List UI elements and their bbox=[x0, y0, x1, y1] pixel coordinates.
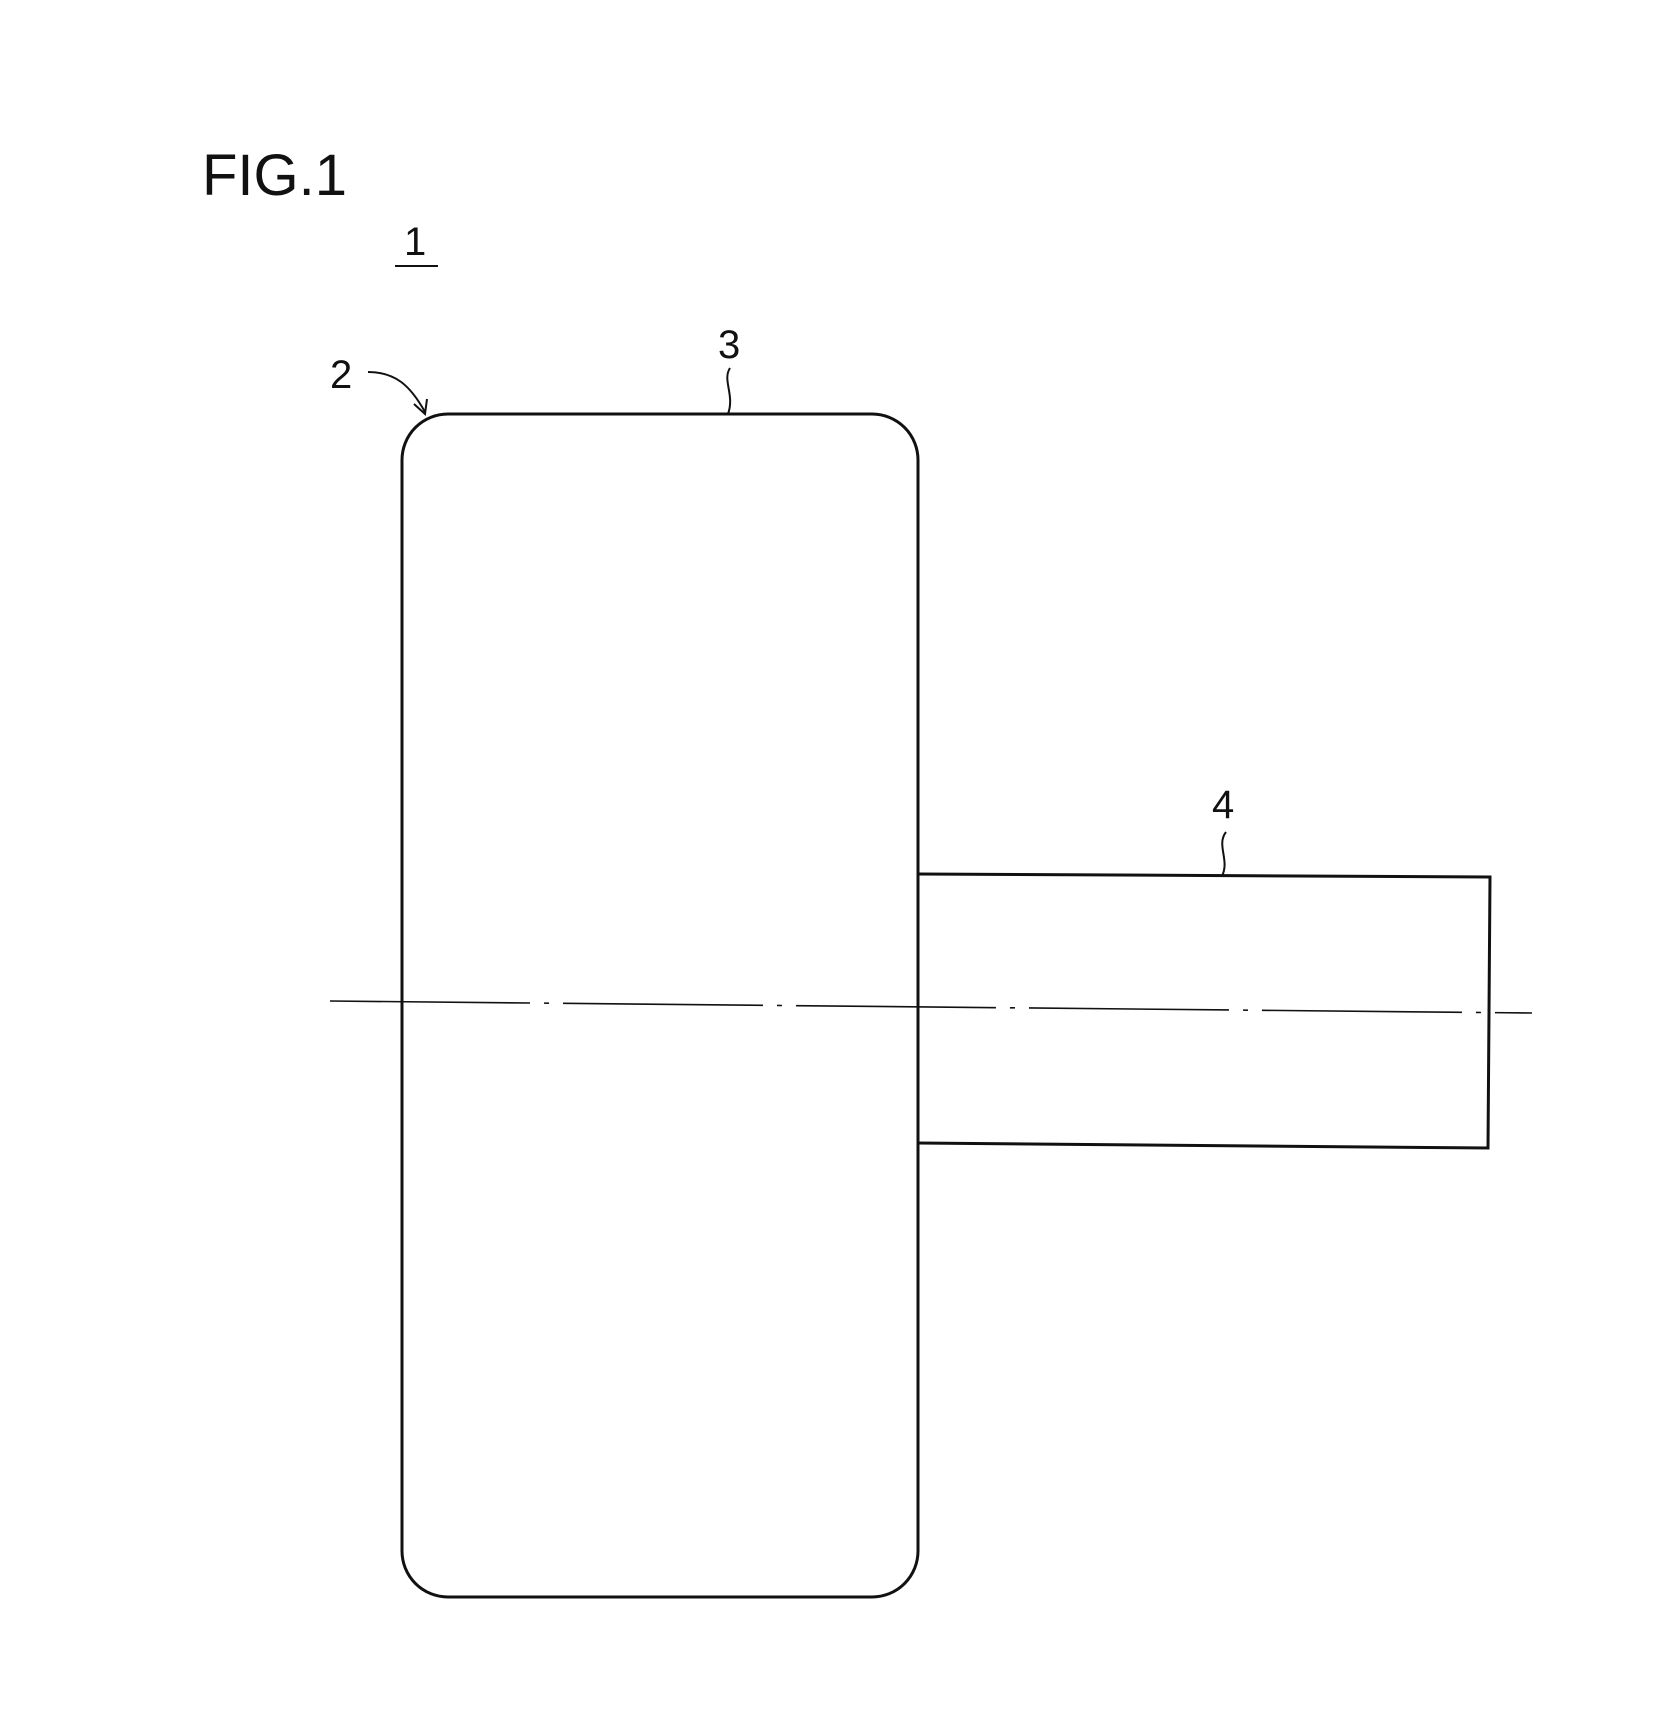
wheel-label: 2 bbox=[330, 353, 352, 397]
wheel-leader-arrowhead bbox=[414, 399, 427, 414]
shaft-label: 4 bbox=[1212, 783, 1234, 827]
center-axis-line bbox=[330, 1001, 1532, 1013]
figure-title: FIG.1 bbox=[202, 143, 347, 208]
tread-label: 3 bbox=[718, 323, 740, 367]
assembly-label: 1 bbox=[404, 220, 426, 264]
shaft-leader-line bbox=[1222, 832, 1226, 876]
tread-leader-line bbox=[727, 368, 730, 414]
